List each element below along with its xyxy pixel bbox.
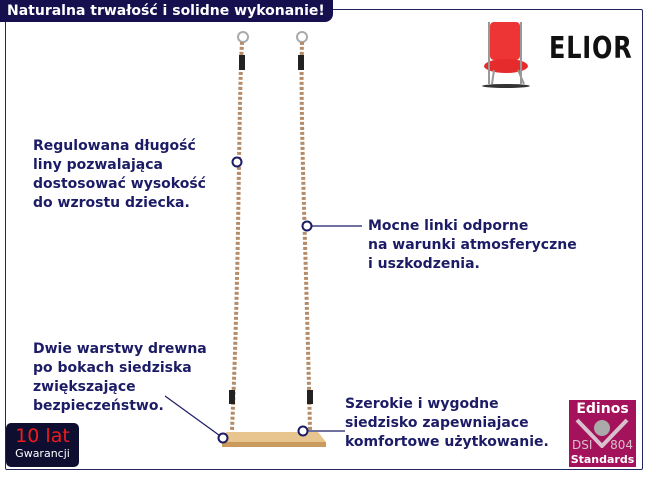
chair-icon [482, 22, 530, 88]
brand-logo: ELIOR [549, 31, 633, 66]
page-title: Naturalna trwałość i solidne wykonanie! [0, 0, 333, 22]
warranty-years: 10 lat [15, 425, 70, 447]
certificate-badge: Edinos DSI 804 Standards [569, 400, 636, 467]
callout-wide-seat: Szerokie i wygodne siedzisko zapewniajac… [345, 396, 549, 450]
certificate-number: 804 [610, 438, 633, 452]
warranty-badge: 10 lat Gwarancji [6, 423, 79, 467]
rope-right [296, 31, 313, 431]
certificate-left: DSI [572, 438, 593, 452]
check-v-icon [575, 418, 629, 448]
callout-rope-length: Regulowana długość liny pozwalająca dost… [33, 138, 206, 211]
certificate-name: Edinos [576, 401, 629, 417]
warranty-label: Gwarancji [15, 447, 70, 460]
rope-left [229, 31, 249, 431]
certificate-standards: Standards [570, 453, 635, 466]
callout-wood-layers: Dwie warstwy drewna po bokach siedziska … [33, 341, 207, 414]
wooden-seat [222, 432, 326, 447]
callout-lines [164, 156, 362, 444]
callout-strong-ropes: Mocne linki odporne na warunki atmosfery… [368, 218, 577, 272]
